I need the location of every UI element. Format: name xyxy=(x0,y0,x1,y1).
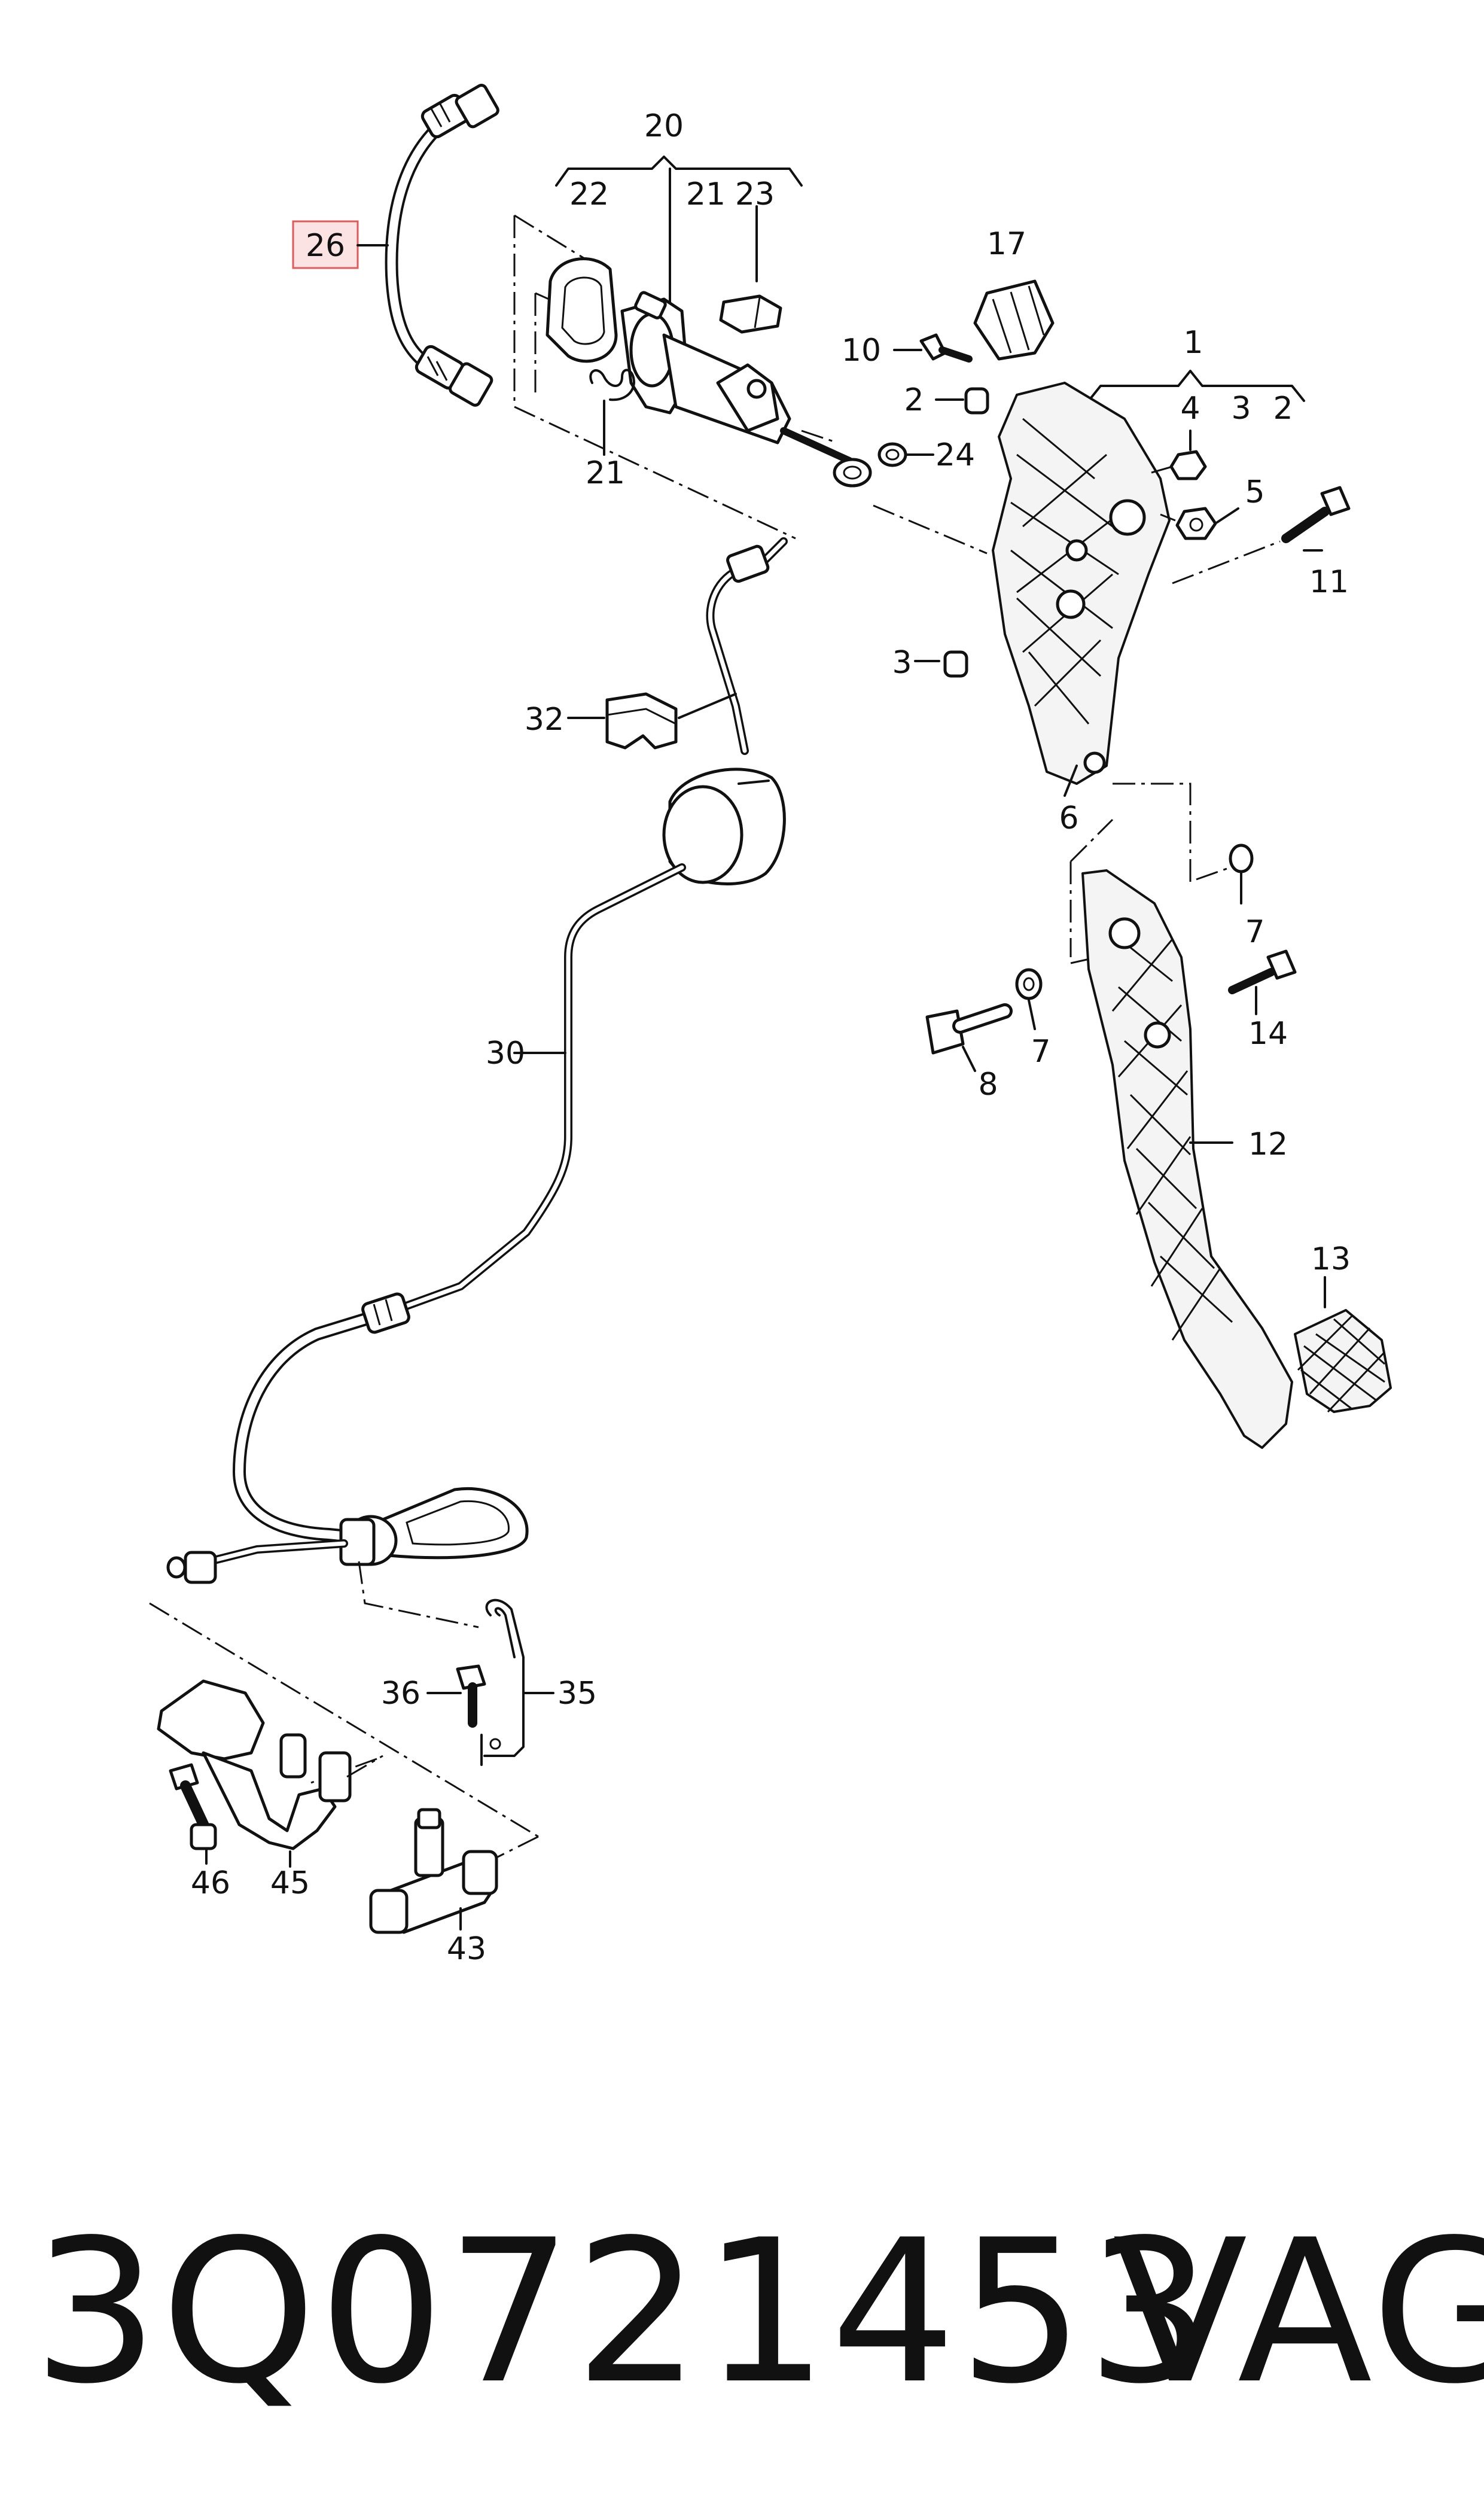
callout-7-bottom: 7 xyxy=(1031,1034,1050,1070)
part-number: 3Q0721453 xyxy=(33,2197,1215,2427)
callout-10: 10 xyxy=(842,333,881,369)
callout-32: 32 xyxy=(525,702,564,738)
callout-23: 23 xyxy=(735,176,775,212)
bracket-35 xyxy=(456,1599,525,1766)
callout-14: 14 xyxy=(1248,1016,1288,1052)
assembly-20-bracket xyxy=(555,156,803,312)
callout-36: 36 xyxy=(381,1676,420,1712)
callout-45: 45 xyxy=(270,1865,310,1901)
callout-26: 26 xyxy=(306,228,345,264)
pedal-bracket-1 xyxy=(973,279,1305,785)
callout-11: 11 xyxy=(1309,564,1349,600)
clutch-pipe-30 xyxy=(166,537,788,1584)
callout-13: 13 xyxy=(1311,1241,1351,1277)
brand-label: VAG xyxy=(1113,2197,1484,2427)
clutch-pedal-12 xyxy=(925,844,1392,1449)
callout-7-top: 7 xyxy=(1245,914,1264,950)
connector-45 xyxy=(157,1679,383,1850)
callout-43: 43 xyxy=(447,1931,486,1967)
clip-32 xyxy=(605,692,678,750)
callout-17: 17 xyxy=(987,226,1026,262)
callout-30: 30 xyxy=(486,1036,525,1071)
callout-3-left: 3 xyxy=(892,645,912,681)
callout-2-right: 2 xyxy=(1273,391,1293,427)
callout-6: 6 xyxy=(1059,800,1078,836)
callout-8: 8 xyxy=(978,1067,998,1103)
callout-12: 12 xyxy=(1248,1126,1288,1162)
small-fasteners xyxy=(914,333,1351,797)
t-fitting-43 xyxy=(369,1808,498,1934)
callout-35: 35 xyxy=(557,1676,597,1712)
callout-1: 1 xyxy=(1183,325,1203,361)
callout-24: 24 xyxy=(936,437,975,473)
callout-22: 22 xyxy=(569,176,609,212)
callout-20: 20 xyxy=(644,108,684,144)
callout-5: 5 xyxy=(1245,474,1264,510)
callout-2-left: 2 xyxy=(904,382,924,418)
hose-26 xyxy=(385,84,499,407)
callout-3-top: 3 xyxy=(1231,391,1251,427)
callout-21-bottom: 21 xyxy=(586,455,625,491)
callout-46: 46 xyxy=(191,1865,230,1901)
clutch-master-cylinder xyxy=(546,257,907,488)
callout-21-top: 21 xyxy=(686,176,726,212)
callout-4: 4 xyxy=(1180,391,1200,427)
